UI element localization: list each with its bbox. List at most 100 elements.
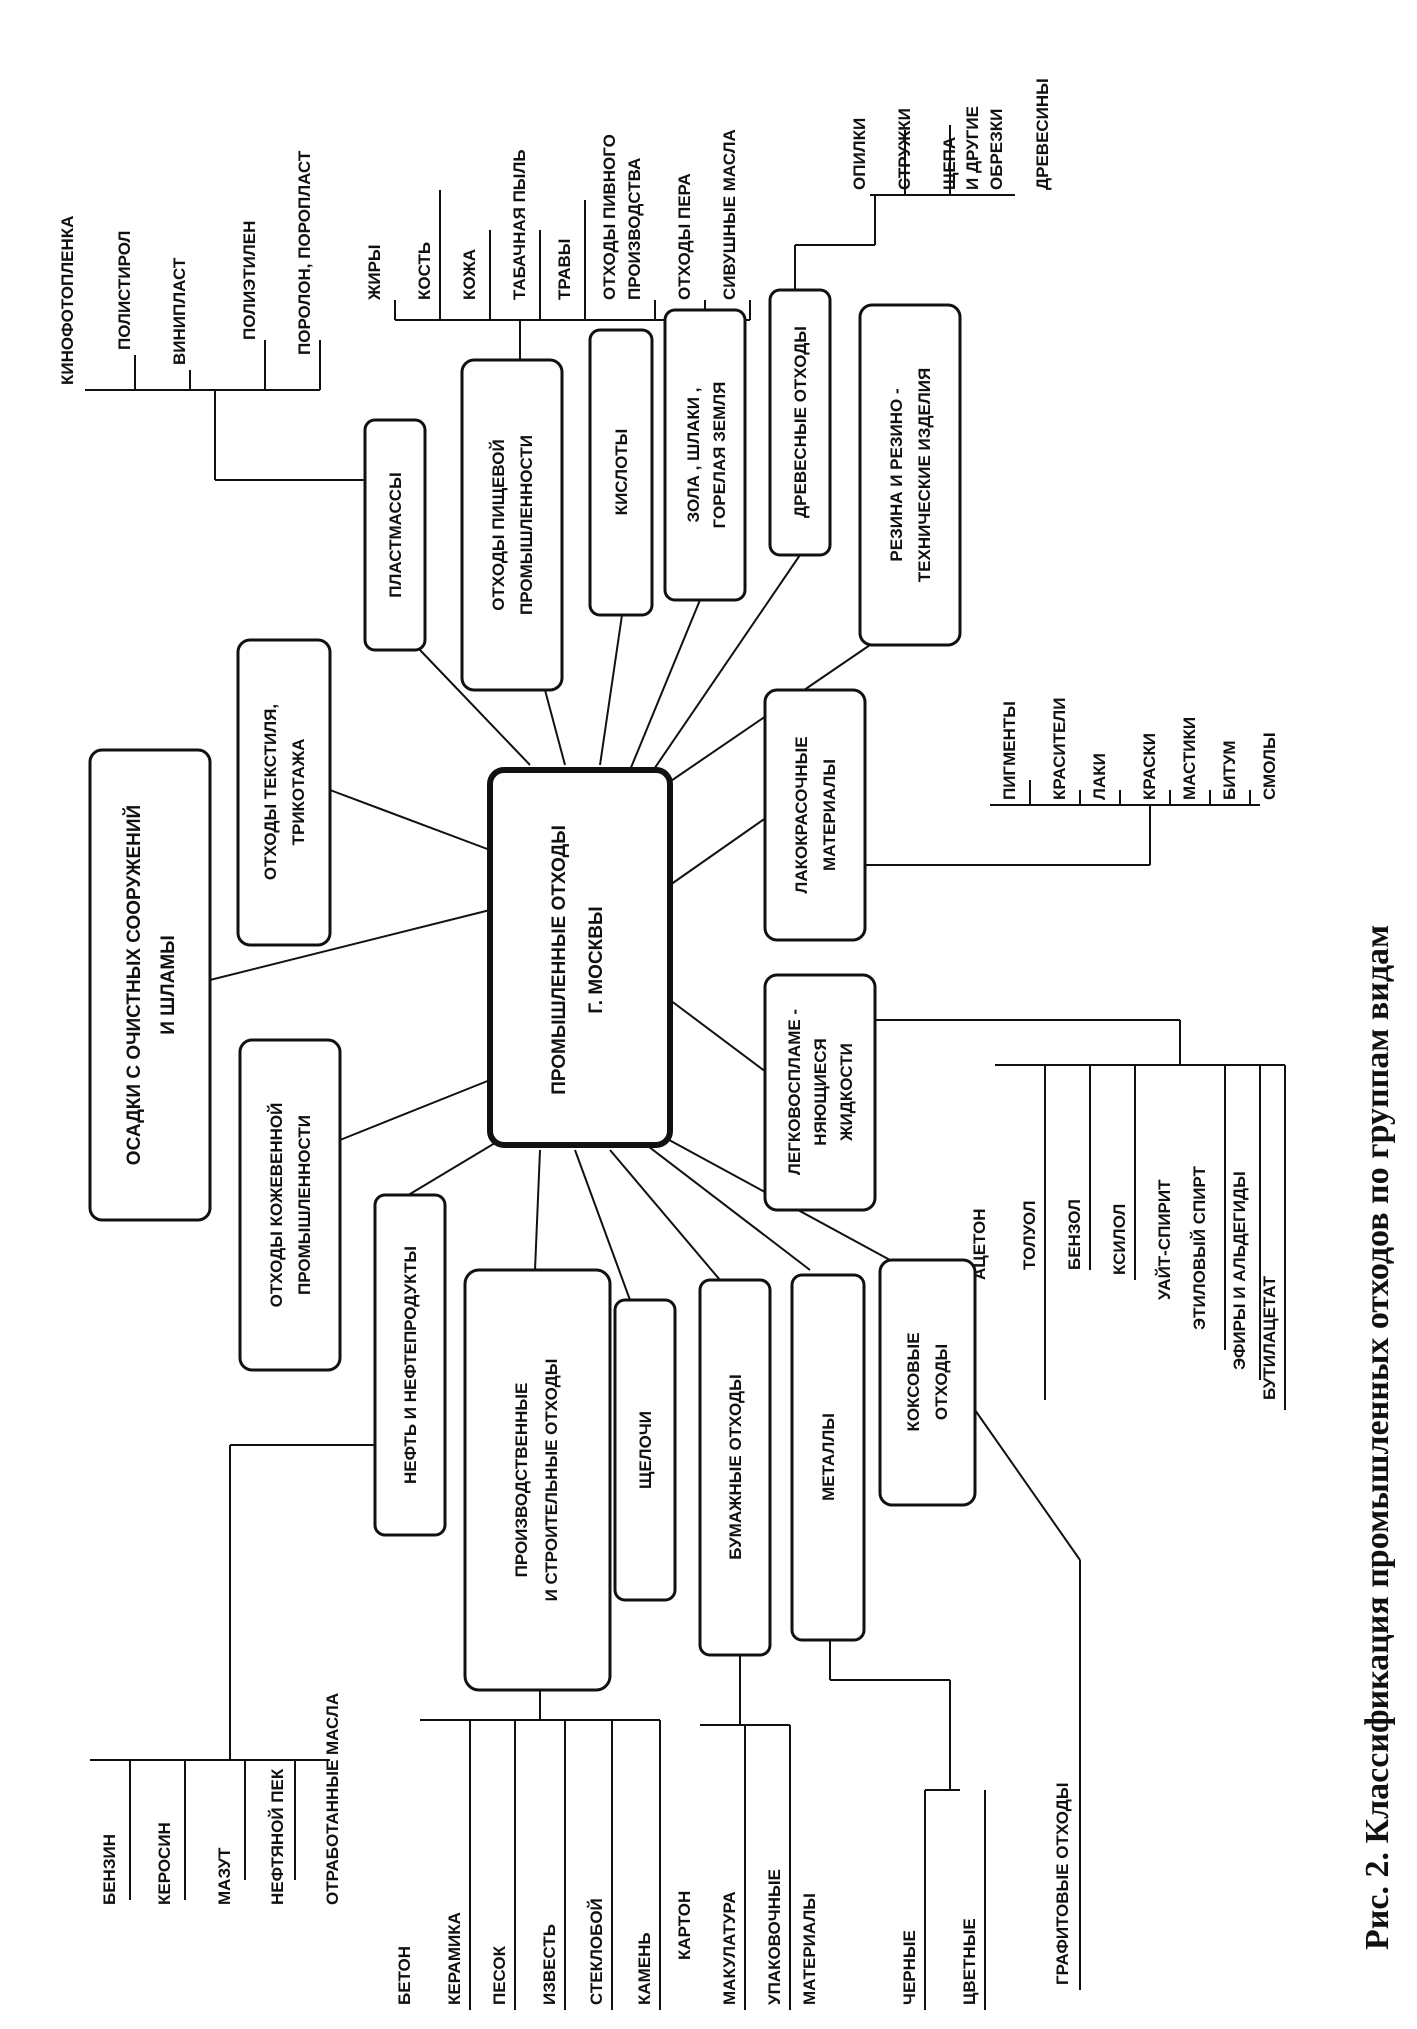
leaf-item: ДРЕВЕСИНЫ <box>1033 78 1052 190</box>
leaves-food: ЖИРЫ КОСТЬ КОЖА ТАБАЧНАЯ ПЫЛЬ ТРАВЫ ОТХО… <box>365 129 739 301</box>
leaves-paper: КАРТОН МАКУЛАТУРА УПАКОВОЧНЫЕ МАТЕРИАЛЫ <box>675 1869 819 2005</box>
category-alkalis: ЩЕЛОЧИ <box>613 1298 677 1602</box>
leaf-item: МАТЕРИАЛЫ <box>800 1893 819 2005</box>
leaf-item: ПЕСОК <box>490 1945 509 2005</box>
leaf-item: БЕТОН <box>395 1946 414 2005</box>
category-coke: КОКСОВЫЕ ОТХОДЫ <box>878 1258 977 1507</box>
category-paper-line1: БУМАЖНЫЕ ОТХОДЫ <box>726 1374 745 1559</box>
leaf-item: МАКУЛАТУРА <box>720 1891 739 2005</box>
category-textile: ОТХОДЫ ТЕКСТИЛЯ, ТРИКОТАЖА <box>236 638 332 947</box>
category-alkalis-line1: ЩЕЛОЧИ <box>636 1411 655 1489</box>
category-textile-line2: ТРИКОТАЖА <box>289 739 308 846</box>
leaf-item: МАСТИКИ <box>1180 717 1199 800</box>
figure-caption: Рис. 2. Классификация промышленных отход… <box>1359 925 1396 1950</box>
leaf-item: ПОЛИЭТИЛЕН <box>240 221 259 340</box>
leaf-item: ЧЕРНЫЕ <box>900 1930 919 2005</box>
hub-box: ПРОМЫШЛЕННЫЕ ОТХОДЫ Г. МОСКВЫ <box>487 767 673 1148</box>
leaf-item: ОТРАБОТАННЫЕ МАСЛА <box>323 1693 342 1905</box>
leaf-item: ЭТИЛОВЫЙ СПИРТ <box>1190 1165 1209 1330</box>
category-wood-line1: ДРЕВЕСНЫЕ ОТХОДЫ <box>791 326 810 518</box>
category-food-line2: ПРОМЫШЛЕННОСТИ <box>517 435 536 615</box>
leaves-coke: ГРАФИТОВЫЕ ОТХОДЫ <box>1053 1783 1072 1986</box>
leaf-item: ТОЛУОЛ <box>1020 1200 1039 1270</box>
category-coke-line1: КОКСОВЫЕ <box>904 1332 923 1431</box>
leaves-flammable: АЦЕТОН ТОЛУОЛ БЕНЗОЛ КСИЛОЛ УАЙТ-СПИРИТ … <box>970 1165 1279 1400</box>
leaf-item: КЕРОСИН <box>155 1822 174 1905</box>
leaves-wood: ОПИЛКИ СТРУЖКИ ЩЕПА И ДРУГИЕ ОБРЕЗКИ ДРЕ… <box>850 78 1052 190</box>
leaf-item: ИЗВЕСТЬ <box>540 1924 559 2005</box>
leaf-item: ОПИЛКИ <box>850 118 869 190</box>
category-rubber: РЕЗИНА И РЕЗИНО - ТЕХНИЧЕСКИЕ ИЗДЕЛИЯ <box>858 303 962 647</box>
leaf-item: КИНОФОТОПЛЕНКА <box>58 216 77 385</box>
leaf-item: ЦВЕТНЫЕ <box>960 1918 979 2005</box>
category-paper: БУМАЖНЫЕ ОТХОДЫ <box>698 1278 772 1657</box>
category-ash-line2: ГОРЕЛАЯ ЗЕМЛЯ <box>710 382 729 529</box>
category-plastics: ПЛАСТМАССЫ <box>363 418 427 652</box>
hub-title-line1: ПРОМЫШЛЕННЫЕ ОТХОДЫ <box>549 825 570 1095</box>
category-oil-line1: НЕФТЬ И НЕФТЕПРОДУКТЫ <box>401 1246 420 1484</box>
category-construction-line1: ПРОИЗВОДСТВЕННЫЕ <box>512 1383 531 1578</box>
leaf-item: ПОЛИСТИРОЛ <box>115 231 134 350</box>
leaf-item: ТАБАЧНАЯ ПЫЛЬ <box>510 149 529 300</box>
leaf-item: ЩЕПА <box>940 137 959 190</box>
leaf-item: КРАСКИ <box>1140 733 1159 800</box>
leaves-plastics: КИНОФОТОПЛЕНКА ПОЛИСТИРОЛ ВИНИПЛАСТ ПОЛИ… <box>58 150 314 385</box>
category-sludge-line1: ОСАДКИ С ОЧИСТНЫХ СООРУЖЕНИЙ <box>123 805 145 1165</box>
category-metals-line1: МЕТАЛЛЫ <box>819 1413 838 1501</box>
leaf-item: СИВУШНЫЕ МАСЛА <box>720 129 739 300</box>
leaf-item: АЦЕТОН <box>970 1209 989 1281</box>
category-metals: МЕТАЛЛЫ <box>790 1273 866 1642</box>
leaf-item: И ДРУГИЕ <box>963 106 982 190</box>
leaf-item: КОЖА <box>460 249 479 300</box>
category-acids: КИСЛОТЫ <box>588 328 654 617</box>
category-construction: ПРОИЗВОДСТВЕННЫЕ И СТРОИТЕЛЬНЫЕ ОТХОДЫ <box>463 1268 612 1692</box>
leaf-item: ПИГМЕНТЫ <box>1000 701 1019 800</box>
category-ash: ЗОЛА , ШЛАКИ , ГОРЕЛАЯ ЗЕМЛЯ <box>663 308 747 602</box>
leaf-item: КЕРАМИКА <box>445 1912 464 2005</box>
leaf-item: ЛАКИ <box>1090 753 1109 800</box>
category-rubber-line1: РЕЗИНА И РЕЗИНО - <box>887 388 906 561</box>
leaf-item: ТРАВЫ <box>555 239 574 300</box>
leaf-item: ВИНИПЛАСТ <box>170 257 189 365</box>
leaf-item: УПАКОВОЧНЫЕ <box>765 1869 784 2005</box>
category-flammable-line1: ЛЕГКОВОСПЛАМЕ - <box>785 1009 804 1175</box>
category-sludge-line2: И ШЛАМЫ <box>158 935 179 1035</box>
connectors <box>85 125 1286 2010</box>
category-leather: ОТХОДЫ КОЖЕВЕННОЙ ПРОМЫШЛЕННОСТИ <box>238 1038 342 1372</box>
leaf-item: СТЕКЛОБОЙ <box>587 1898 606 2005</box>
category-food-line1: ОТХОДЫ ПИЩЕВОЙ <box>489 439 508 610</box>
leaf-item: ПОРОЛОН, ПОРОПЛАСТ <box>295 150 314 355</box>
leaves-construction: БЕТОН КЕРАМИКА ПЕСОК ИЗВЕСТЬ СТЕКЛОБОЙ К… <box>395 1898 654 2005</box>
leaf-item: КАМЕНЬ <box>635 1932 654 2005</box>
category-rubber-line2: ТЕХНИЧЕСКИЕ ИЗДЕЛИЯ <box>915 368 934 582</box>
leaves-paints: ПИГМЕНТЫ КРАСИТЕЛИ ЛАКИ КРАСКИ МАСТИКИ Б… <box>1000 698 1279 800</box>
leaf-item: УАЙТ-СПИРИТ <box>1155 1179 1174 1300</box>
category-leather-line2: ПРОМЫШЛЕННОСТИ <box>295 1115 314 1295</box>
category-oil: НЕФТЬ И НЕФТЕПРОДУКТЫ <box>373 1193 447 1537</box>
leaf-item: ОТХОДЫ ПЕРА <box>675 173 694 300</box>
category-flammable-line2: НЯЮЩИЕСЯ <box>811 1038 830 1145</box>
category-acids-line1: КИСЛОТЫ <box>612 429 631 516</box>
category-flammable-liquids: ЛЕГКОВОСПЛАМЕ - НЯЮЩИЕСЯ ЖИДКОСТИ <box>763 973 877 1212</box>
category-paints-line2: МАТЕРИАЛЫ <box>820 759 839 871</box>
category-wood: ДРЕВЕСНЫЕ ОТХОДЫ <box>768 288 832 557</box>
category-textile-line1: ОТХОДЫ ТЕКСТИЛЯ, <box>261 704 280 880</box>
category-paints: ЛАКОКРАСОЧНЫЕ МАТЕРИАЛЫ <box>763 688 867 942</box>
category-plastics-line1: ПЛАСТМАССЫ <box>386 472 405 597</box>
leaf-item: БЕНЗИН <box>100 1834 119 1905</box>
category-construction-line2: И СТРОИТЕЛЬНЫЕ ОТХОДЫ <box>542 1359 561 1602</box>
hub-title-line2: Г. МОСКВЫ <box>586 906 607 1013</box>
category-coke-line2: ОТХОДЫ <box>932 1344 951 1420</box>
leaves-metals: ЧЕРНЫЕ ЦВЕТНЫЕ <box>900 1918 979 2005</box>
leaf-item: ОТХОДЫ ПИВНОГО <box>600 134 619 300</box>
leaf-item: ОБРЕЗКИ <box>987 109 1006 190</box>
leaf-item: БЕНЗОЛ <box>1065 1199 1084 1270</box>
leaf-item: БИТУМ <box>1220 740 1239 800</box>
leaf-item: КРАСИТЕЛИ <box>1050 698 1069 800</box>
leaves-oil: БЕНЗИН КЕРОСИН МАЗУТ НЕФТЯНОЙ ПЕК ОТРАБО… <box>100 1693 342 1905</box>
category-leather-line1: ОТХОДЫ КОЖЕВЕННОЙ <box>267 1103 286 1308</box>
leaf-item: ПРОИЗВОДСТВА <box>625 158 644 300</box>
leaf-item: КСИЛОЛ <box>1110 1204 1129 1275</box>
leaf-item: ЭФИРЫ И АЛЬДЕГИДЫ <box>1230 1171 1249 1370</box>
leaf-item: СМОЛЫ <box>1260 732 1279 800</box>
